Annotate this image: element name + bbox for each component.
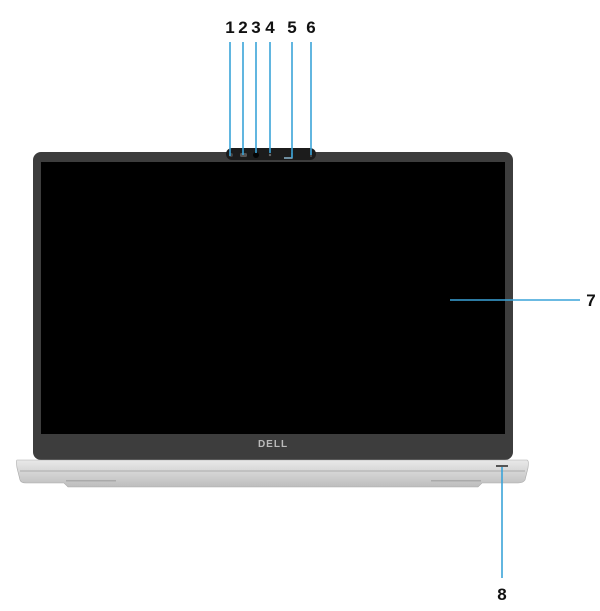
camera-lens: [253, 152, 259, 158]
display-panel: [41, 162, 505, 434]
callout-7: 7: [586, 291, 595, 310]
camera-status-light: [268, 153, 272, 157]
callout-5: 5: [287, 18, 296, 37]
callout-2: 2: [238, 18, 247, 37]
callout-3: 3: [251, 18, 260, 37]
callout-1: 1: [225, 18, 234, 37]
callout-leaders: [229, 42, 580, 578]
base-foot-left: [66, 480, 116, 482]
battery-status-light: [496, 465, 508, 467]
callout-8: 8: [497, 585, 506, 604]
base-foot-right: [431, 480, 481, 482]
laptop-base: [16, 459, 529, 488]
callout-4: 4: [265, 18, 275, 37]
callout-6: 6: [306, 18, 315, 37]
ir-emitter-2: [310, 155, 312, 157]
dell-logo: DELL: [258, 439, 288, 450]
camera-module: [226, 148, 316, 160]
